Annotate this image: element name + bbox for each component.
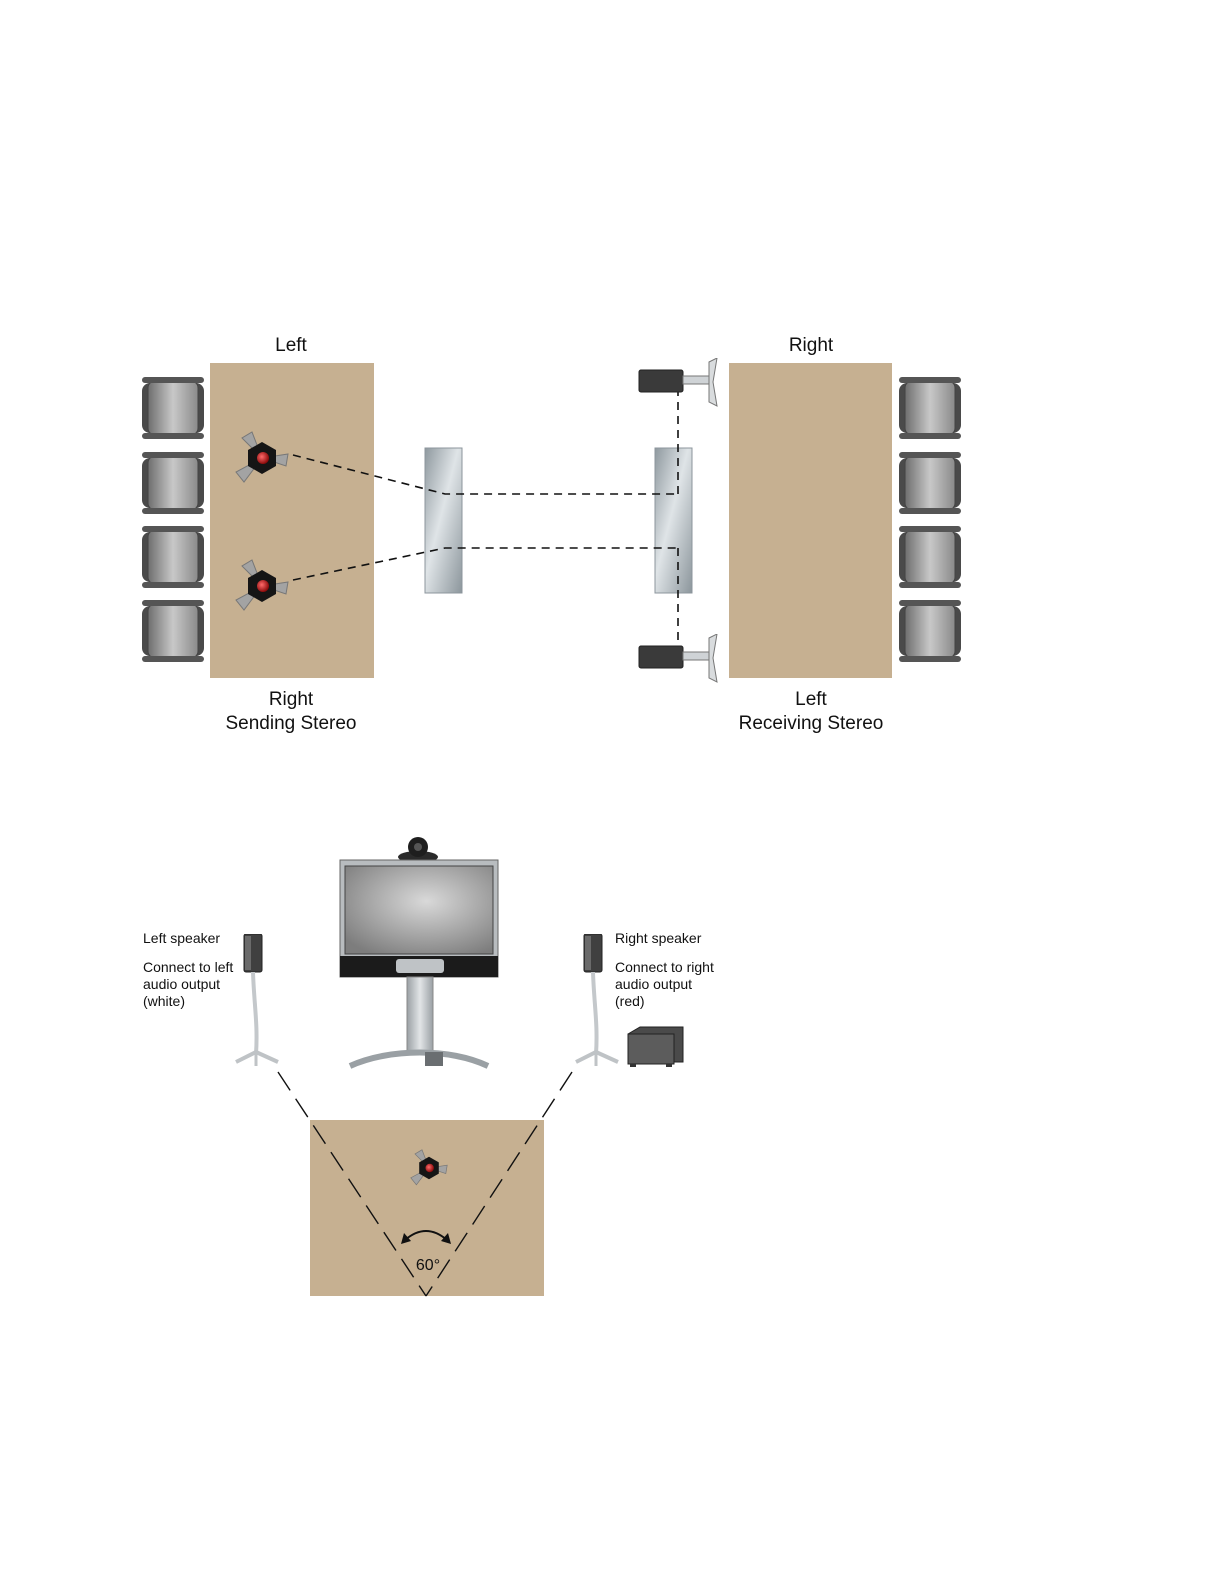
- sending-table: [210, 363, 374, 678]
- chair: [899, 600, 961, 662]
- receiving-table: [729, 363, 892, 678]
- chair: [142, 526, 204, 588]
- right-speaker-desc-line: audio output: [615, 976, 692, 992]
- left-floor-speaker-icon: [236, 934, 278, 1066]
- sending-bottom-label: Right: [269, 689, 314, 710]
- sending-codec-panel: [425, 448, 462, 593]
- speaker-diagram: Left speaker Connect to left audio outpu…: [143, 837, 714, 1296]
- right-floor-speaker-icon: [576, 934, 618, 1066]
- right-speaker-desc-line: (red): [615, 993, 645, 1009]
- chair: [899, 377, 961, 439]
- receiving-caption: Receiving Stereo: [739, 713, 884, 734]
- sending-top-label: Left: [275, 335, 307, 356]
- sending-side: Left Right Sending Stereo: [142, 335, 374, 734]
- video-display: [340, 837, 498, 1066]
- right-speaker-desc-line: Connect to right: [615, 959, 714, 975]
- left-speaker-desc-line: Connect to left: [143, 959, 233, 975]
- codec-box-icon: [628, 1027, 683, 1067]
- chair: [899, 526, 961, 588]
- stereo-diagram: Left Right Sending Stereo Right: [142, 335, 961, 734]
- receiving-codec-panel: [655, 448, 692, 593]
- chair: [142, 600, 204, 662]
- sending-caption: Sending Stereo: [226, 713, 357, 734]
- receiving-top-label: Right: [789, 335, 834, 356]
- angle-label: 60°: [416, 1257, 440, 1274]
- right-speaker-title: Right speaker: [615, 930, 702, 946]
- receiving-bottom-label: Left: [795, 689, 827, 710]
- chair: [899, 452, 961, 514]
- chair: [142, 377, 204, 439]
- chair: [142, 452, 204, 514]
- left-speaker-desc-line: (white): [143, 993, 185, 1009]
- wall-speaker-icon: [639, 358, 717, 406]
- wall-speaker-icon: [639, 634, 717, 682]
- left-speaker-title: Left speaker: [143, 930, 220, 946]
- left-speaker-desc-line: audio output: [143, 976, 220, 992]
